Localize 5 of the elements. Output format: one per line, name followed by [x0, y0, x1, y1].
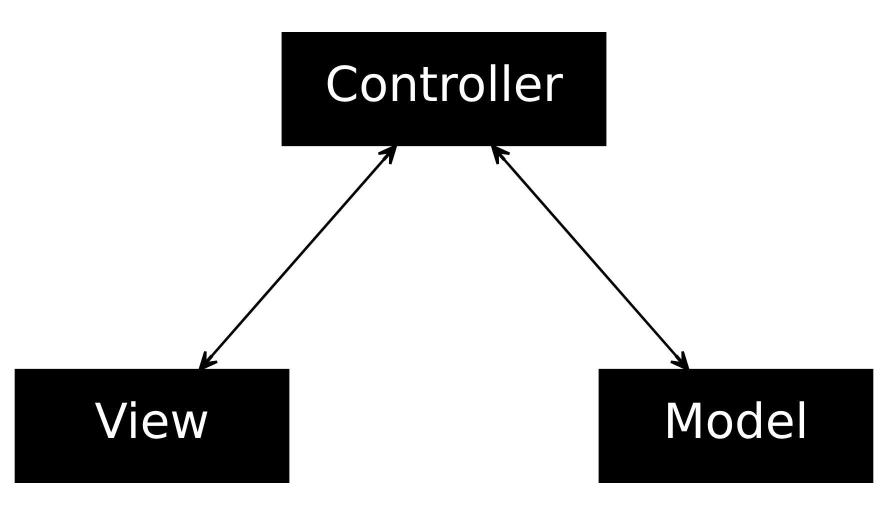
arrow	[490, 144, 690, 371]
node-box: Controller	[282, 32, 606, 146]
node-box: Model	[598, 368, 874, 483]
arrow	[198, 144, 398, 371]
node-box: View	[14, 368, 290, 483]
